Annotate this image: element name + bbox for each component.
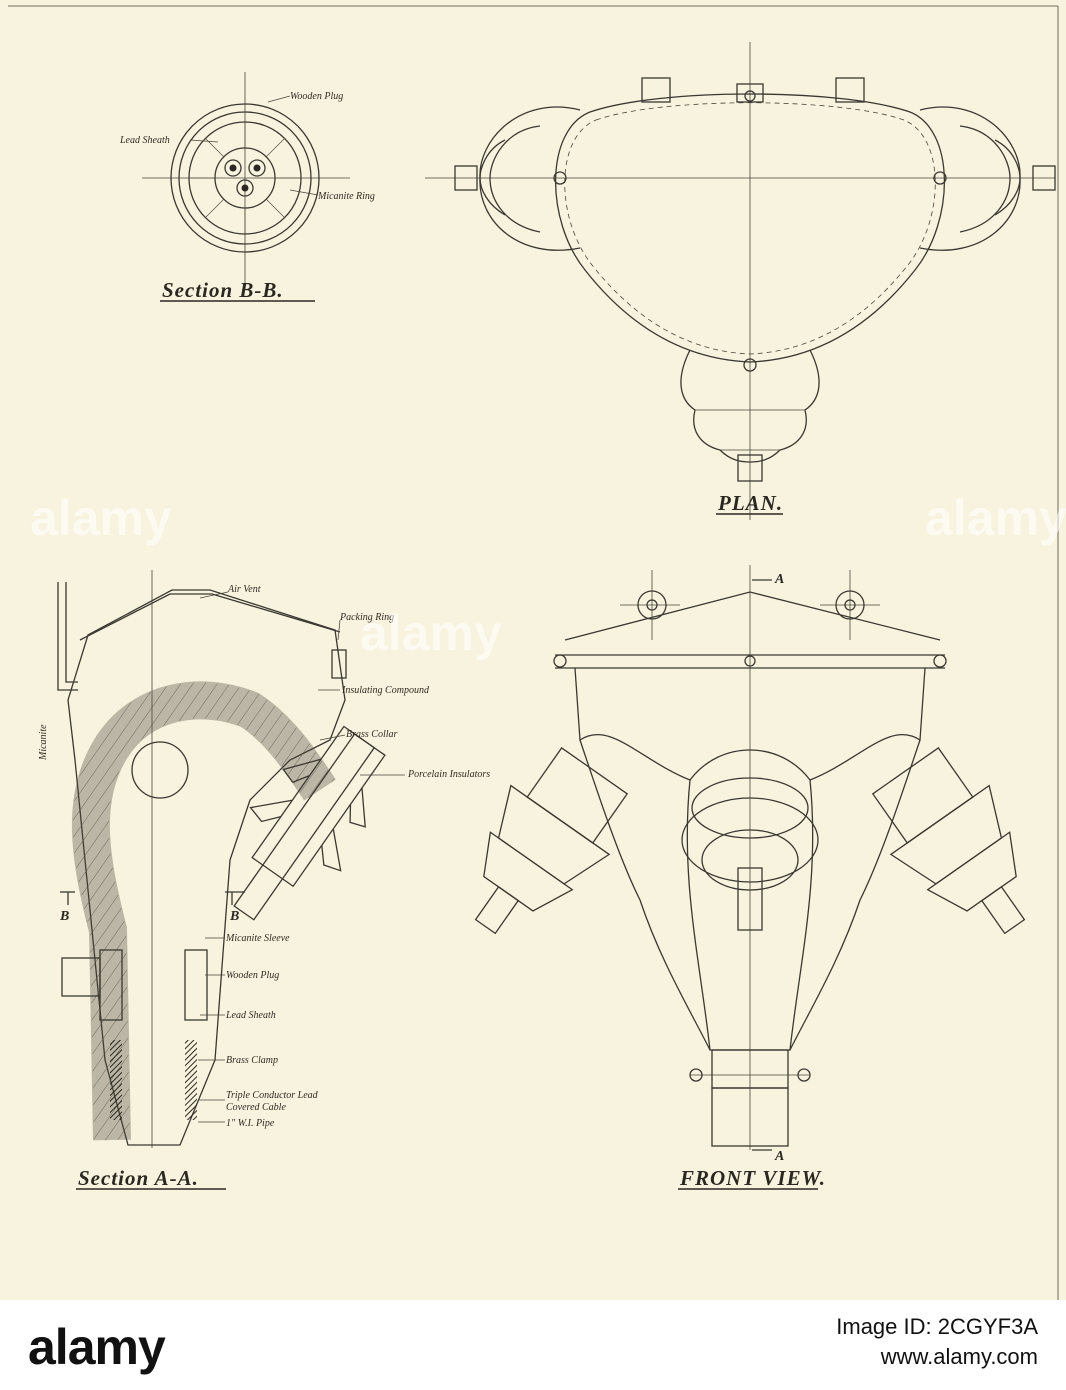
- stock-logo[interactable]: alamy: [28, 1319, 166, 1375]
- cut-mark-a-top: A: [774, 572, 784, 587]
- watermark-text-right: alamy: [925, 490, 1066, 546]
- label-cable-line2: Covered Cable: [226, 1102, 286, 1113]
- label-micanite: Micanite: [38, 724, 49, 761]
- label-lead-sheath-aa: Lead Sheath: [225, 1010, 276, 1021]
- image-id-block: Image ID: 2CGYF3A www.alamy.com: [836, 1312, 1038, 1372]
- watermark: alamy alamy alamy: [30, 490, 1066, 661]
- watermark-text-left: alamy: [30, 490, 172, 546]
- front-view-title: FRONT VIEW.: [679, 1166, 826, 1190]
- engineering-drawing-plate: Wooden Plug Lead Sheath Micanite Ring Se…: [0, 0, 1066, 1300]
- drawing-svg: Wooden Plug Lead Sheath Micanite Ring Se…: [8, 5, 1066, 1300]
- label-wooden-plug-bb: Wooden Plug: [290, 91, 343, 102]
- cut-mark-a-bottom: A: [774, 1149, 784, 1164]
- label-cable-line1: Triple Conductor Lead: [226, 1090, 319, 1101]
- stock-url-link[interactable]: www.alamy.com: [880, 1344, 1038, 1369]
- label-wooden-plug-aa: Wooden Plug: [226, 970, 279, 981]
- cut-mark-b-right: B: [229, 909, 239, 924]
- label-air-vent: Air Vent: [227, 584, 261, 595]
- label-porcelain-insulators: Porcelain Insulators: [407, 769, 490, 780]
- plan-drawing: [425, 42, 1056, 520]
- label-packing-ring: Packing Ring: [339, 612, 394, 623]
- watermark-text-center: alamy: [360, 605, 502, 661]
- label-brass-collar: Brass Collar: [346, 729, 398, 740]
- cut-mark-b-left: B: [59, 909, 69, 924]
- plan-title: PLAN.: [717, 491, 783, 515]
- section-bb-drawing: [142, 72, 350, 290]
- section-aa-drawing: [57, 570, 405, 1148]
- section-bb-title: Section B-B.: [162, 278, 284, 302]
- label-micanite-sleeve: Micanite Sleeve: [225, 933, 290, 944]
- section-aa-title: Section A-A.: [78, 1166, 199, 1190]
- front-view-drawing: [474, 565, 1026, 1151]
- label-wi-pipe: 1" W.I. Pipe: [226, 1118, 275, 1129]
- label-micanite-ring-bb: Micanite Ring: [317, 191, 375, 202]
- label-lead-sheath-bb: Lead Sheath: [119, 135, 170, 146]
- stock-footer: alamy Image ID: 2CGYF3A www.alamy.com: [0, 1300, 1066, 1390]
- label-insulating-compound: Insulating Compound: [341, 685, 430, 696]
- label-brass-clamp: Brass Clamp: [226, 1055, 278, 1066]
- image-id-text: Image ID: 2CGYF3A: [836, 1314, 1038, 1339]
